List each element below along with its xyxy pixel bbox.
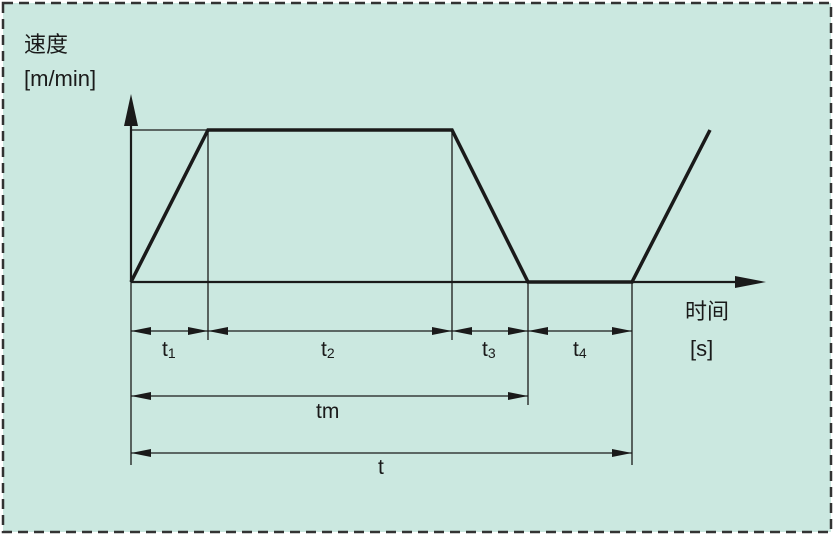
arrow-t-left-icon — [131, 449, 151, 457]
arrow-t1-left-icon — [131, 327, 151, 335]
y-axis-unit: [m/min] — [24, 66, 96, 91]
x-axis-title: 时间 — [685, 299, 729, 324]
label-t2: t2 — [321, 338, 335, 361]
dimension-lines — [131, 327, 632, 457]
label-t: t — [378, 456, 384, 479]
y-axis-title: 速度 — [24, 32, 68, 57]
x-axis-unit: [s] — [690, 336, 713, 361]
guide-lines — [130, 129, 633, 465]
velocity-profile-line — [129, 128, 712, 284]
arrow-t1-right-icon — [188, 327, 208, 335]
label-t3: t3 — [482, 338, 496, 361]
label-t4: t4 — [573, 338, 587, 361]
label-t1: t1 — [162, 338, 176, 361]
arrow-t4-right-icon — [612, 327, 632, 335]
y-axis-arrow-icon — [124, 94, 138, 126]
arrow-t-right-icon — [612, 449, 632, 457]
arrow-tm-right-icon — [508, 392, 528, 400]
arrow-t4-left-icon — [528, 327, 548, 335]
arrow-t2-left-icon — [208, 327, 228, 335]
arrow-t2-right-icon — [432, 327, 452, 335]
arrow-t3-left-icon — [452, 327, 472, 335]
arrow-tm-left-icon — [131, 392, 151, 400]
axes — [124, 94, 766, 288]
arrow-t3-right-icon — [508, 327, 528, 335]
label-tm: tm — [316, 400, 339, 423]
x-axis-arrow-icon — [735, 276, 766, 288]
